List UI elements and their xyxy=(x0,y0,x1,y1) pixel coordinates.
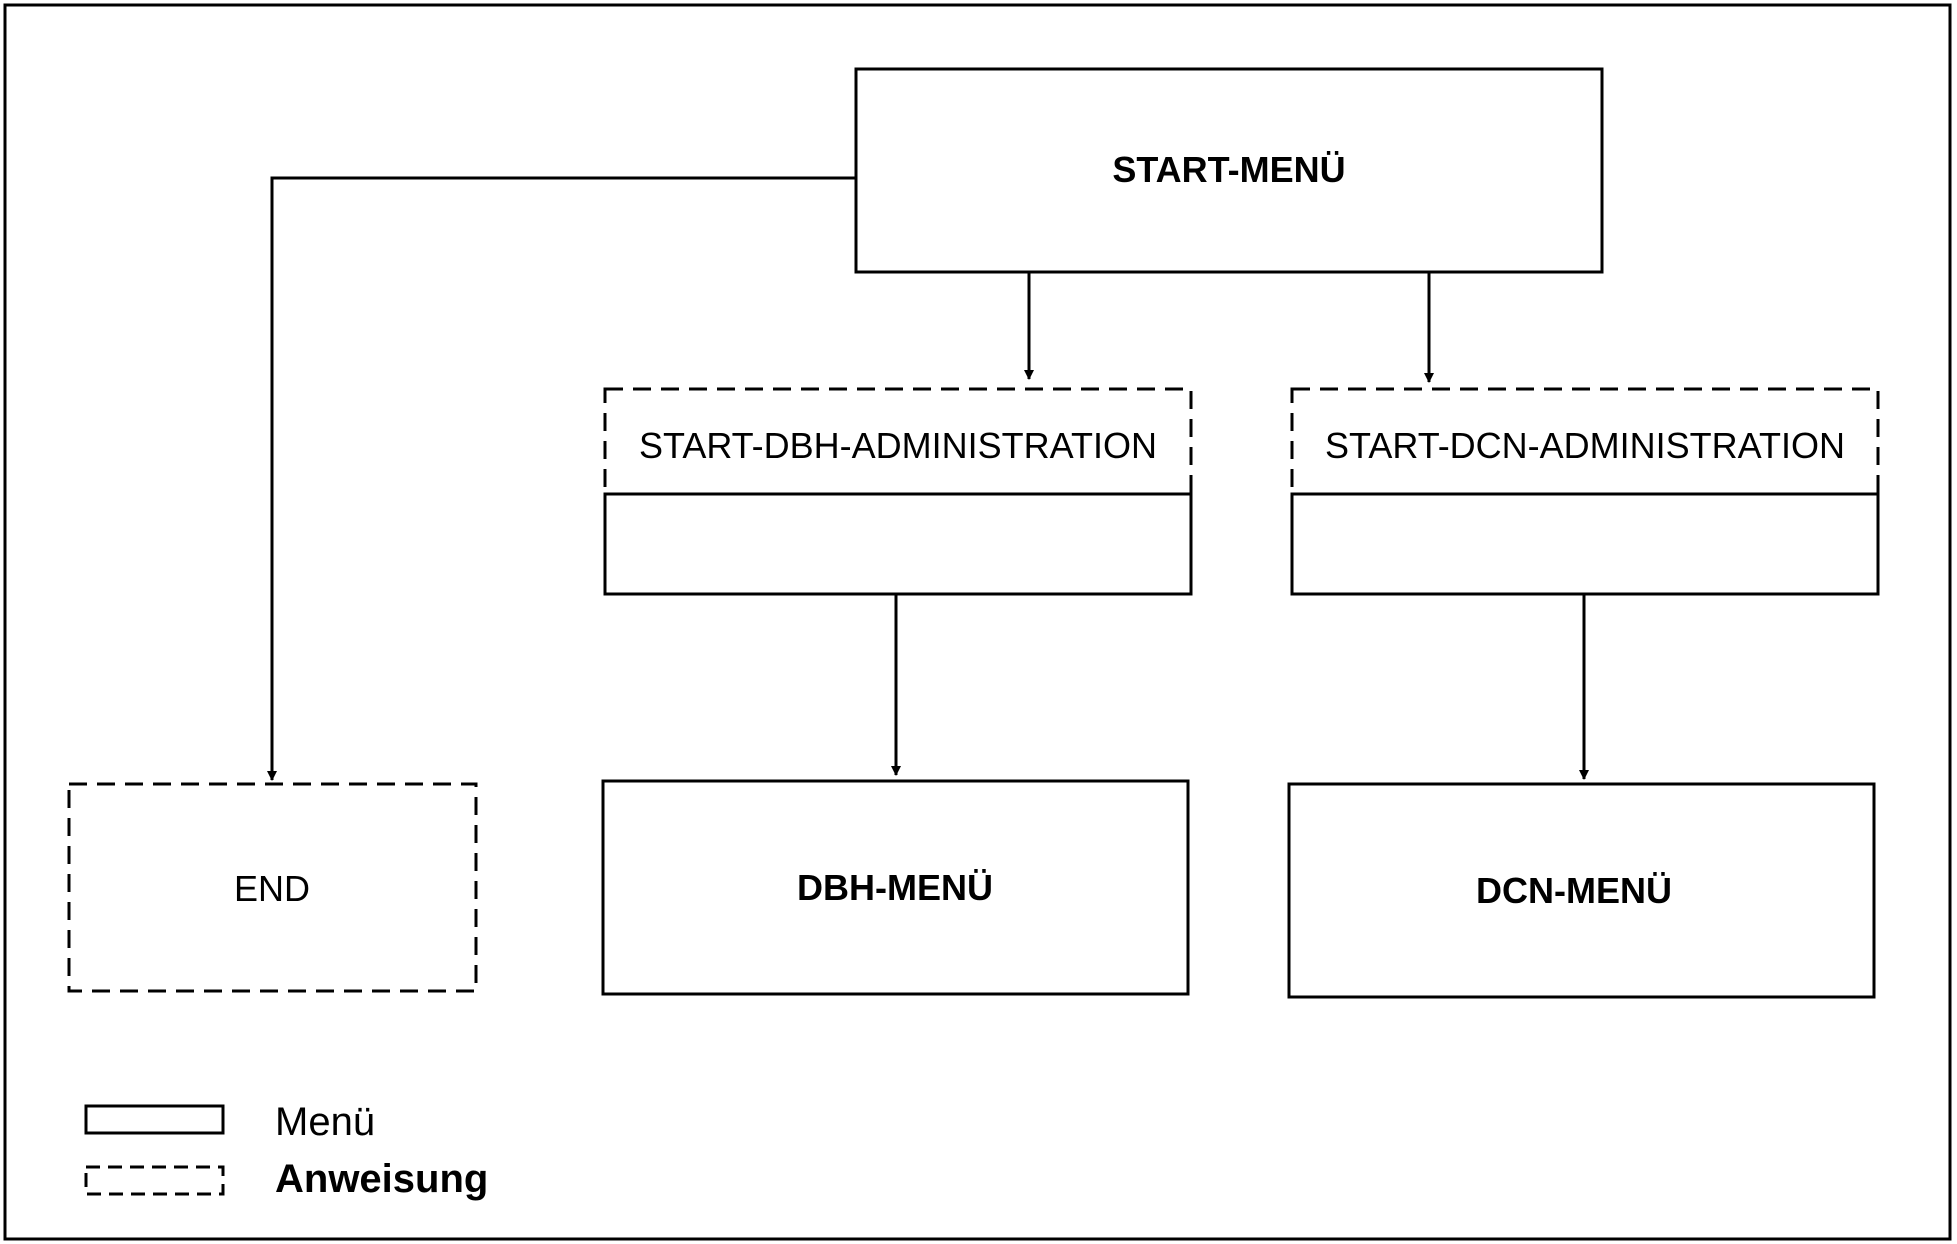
dcn-menu-box xyxy=(1287,782,1876,999)
start-dcn-administration-lower-box xyxy=(1290,492,1880,596)
legend-statement-label: Anweisung xyxy=(275,1157,488,1201)
legend: Menü Anweisung xyxy=(84,1100,488,1201)
start-dbh-administration-label: START-DBH-ADMINISTRATION xyxy=(639,425,1157,466)
start-dbh-administration-lower-box xyxy=(603,492,1193,596)
dbh-menu-label: DBH-MENÜ xyxy=(797,867,993,908)
dbh-menu-box xyxy=(601,779,1190,996)
start-menu-label: START-MENÜ xyxy=(1112,149,1345,190)
node-start-dbh-administration: START-DBH-ADMINISTRATION xyxy=(603,387,1193,596)
legend-item-menu: Menü xyxy=(84,1100,375,1144)
legend-menu-label: Menü xyxy=(275,1100,375,1144)
node-start-menu: START-MENÜ xyxy=(854,67,1604,274)
legend-item-statement: Anweisung xyxy=(84,1157,488,1201)
end-box xyxy=(67,782,478,993)
start-menu-box xyxy=(854,67,1604,274)
outer-frame xyxy=(3,3,1952,1241)
node-start-dcn-administration: START-DCN-ADMINISTRATION xyxy=(1290,387,1880,596)
dcn-menu-label: DCN-MENÜ xyxy=(1476,870,1672,911)
end-label: END xyxy=(234,868,310,909)
node-dcn-menu: DCN-MENÜ xyxy=(1287,782,1876,999)
legend-menu-swatch xyxy=(84,1104,225,1135)
legend-statement-swatch xyxy=(84,1165,225,1196)
edge-start-menu-to-end xyxy=(267,176,856,781)
start-dcn-administration-label: START-DCN-ADMINISTRATION xyxy=(1325,425,1845,466)
node-dbh-menu: DBH-MENÜ xyxy=(601,779,1190,996)
node-end: END xyxy=(67,782,478,993)
